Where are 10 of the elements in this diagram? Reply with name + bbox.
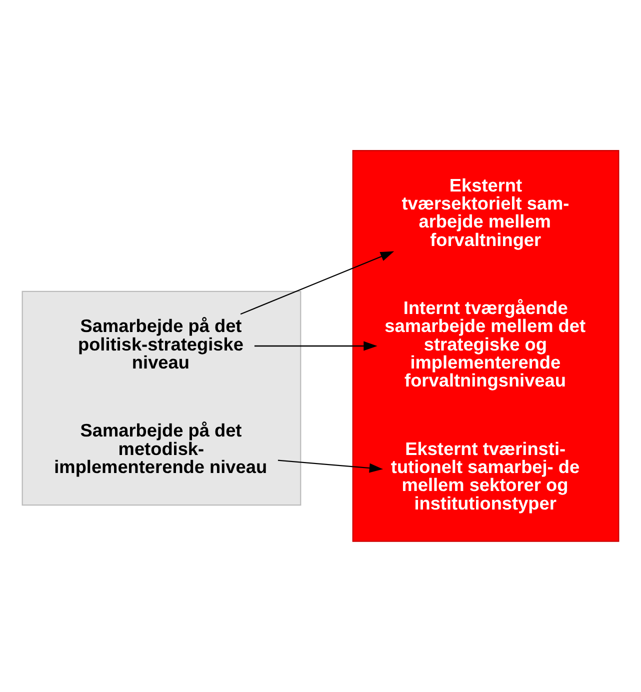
node-text: Samarbejde på det politisk-strategiske niveau xyxy=(78,316,244,372)
node-text: Eksternt tværsektorielt sam- arbejde mellem forvaltninger xyxy=(402,175,570,250)
cluster xyxy=(352,150,620,542)
arrow xyxy=(254,341,378,351)
arrow xyxy=(240,251,394,315)
node-text: Internt tværgående samarbejde mellem det strategiske og implementerende forvaltningsniveau xyxy=(384,298,586,391)
node-text: Samarbejde på det metodisk- implementerende niveau xyxy=(54,420,268,477)
arrow xyxy=(278,460,384,473)
node-text: Eksternt tværinsti- tutionelt samarbej- de mellem sektorer og institutionstyper xyxy=(390,438,580,514)
cluster xyxy=(22,290,302,506)
